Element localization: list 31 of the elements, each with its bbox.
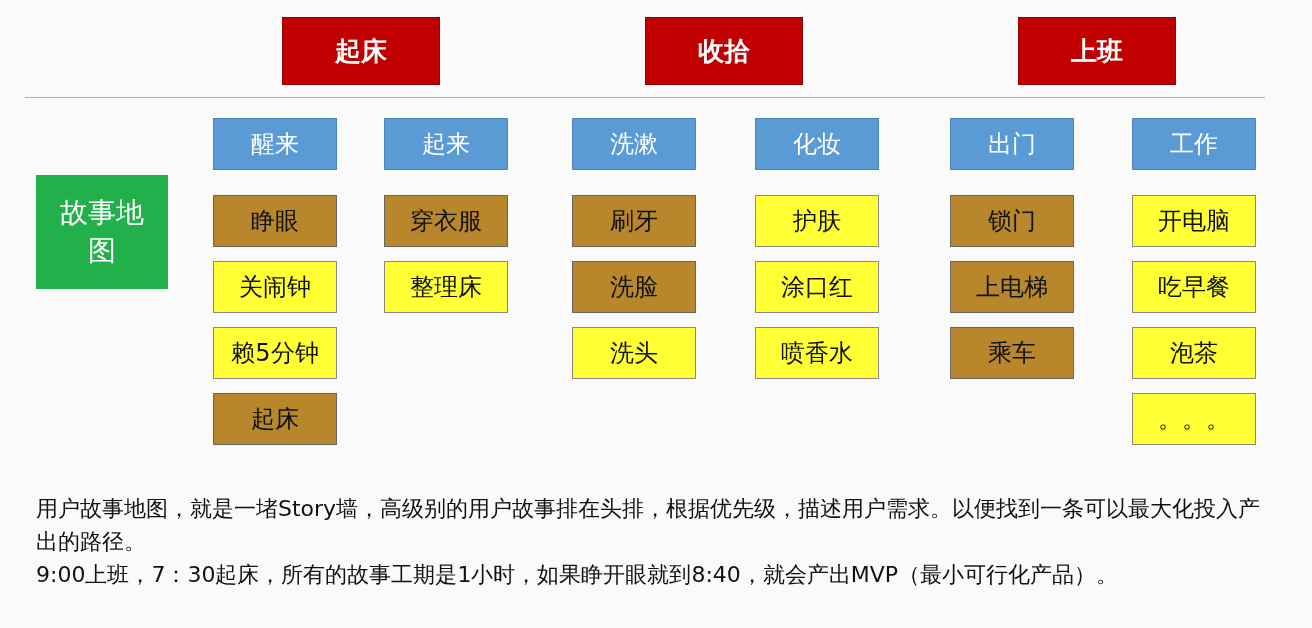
story-card: 开电脑 [1132, 195, 1256, 247]
story-card: 睁眼 [213, 195, 337, 247]
story-card: 涂口红 [755, 261, 879, 313]
task-header: 洗漱 [572, 118, 696, 170]
activity-header: 上班 [1018, 17, 1176, 85]
story-card: 洗头 [572, 327, 696, 379]
activity-header: 收拾 [645, 17, 803, 85]
description-paragraph: 用户故事地图，就是一堵Story墙，高级别的用户故事排在头排，根据优先级，描述用户需求。以便找到一条可以最大化投入产出的路径。 [36, 495, 1262, 556]
activity-header: 起床 [282, 17, 440, 85]
story-card: 起床 [213, 393, 337, 445]
task-header: 醒来 [213, 118, 337, 170]
task-header: 化妆 [755, 118, 879, 170]
story-card: 锁门 [950, 195, 1074, 247]
story-card: 洗脸 [572, 261, 696, 313]
story-card: 。。。 [1132, 393, 1256, 445]
story-card: 上电梯 [950, 261, 1074, 313]
description-paragraph: 9:00上班，7：30起床，所有的故事工期是1小时，如果睁开眼就到8:40，就会产出MVP（最小可行化产品）。 [36, 561, 1120, 589]
task-header: 起来 [384, 118, 508, 170]
story-card: 赖5分钟 [213, 327, 337, 379]
story-card: 喷香水 [755, 327, 879, 379]
task-header: 工作 [1132, 118, 1256, 170]
story-card: 穿衣服 [384, 195, 508, 247]
story-map-label: 故事地图 [36, 175, 168, 289]
story-card: 刷牙 [572, 195, 696, 247]
story-card: 整理床 [384, 261, 508, 313]
task-header: 出门 [950, 118, 1074, 170]
story-card: 护肤 [755, 195, 879, 247]
story-card: 乘车 [950, 327, 1074, 379]
story-card: 吃早餐 [1132, 261, 1256, 313]
story-card: 关闹钟 [213, 261, 337, 313]
story-card: 泡茶 [1132, 327, 1256, 379]
